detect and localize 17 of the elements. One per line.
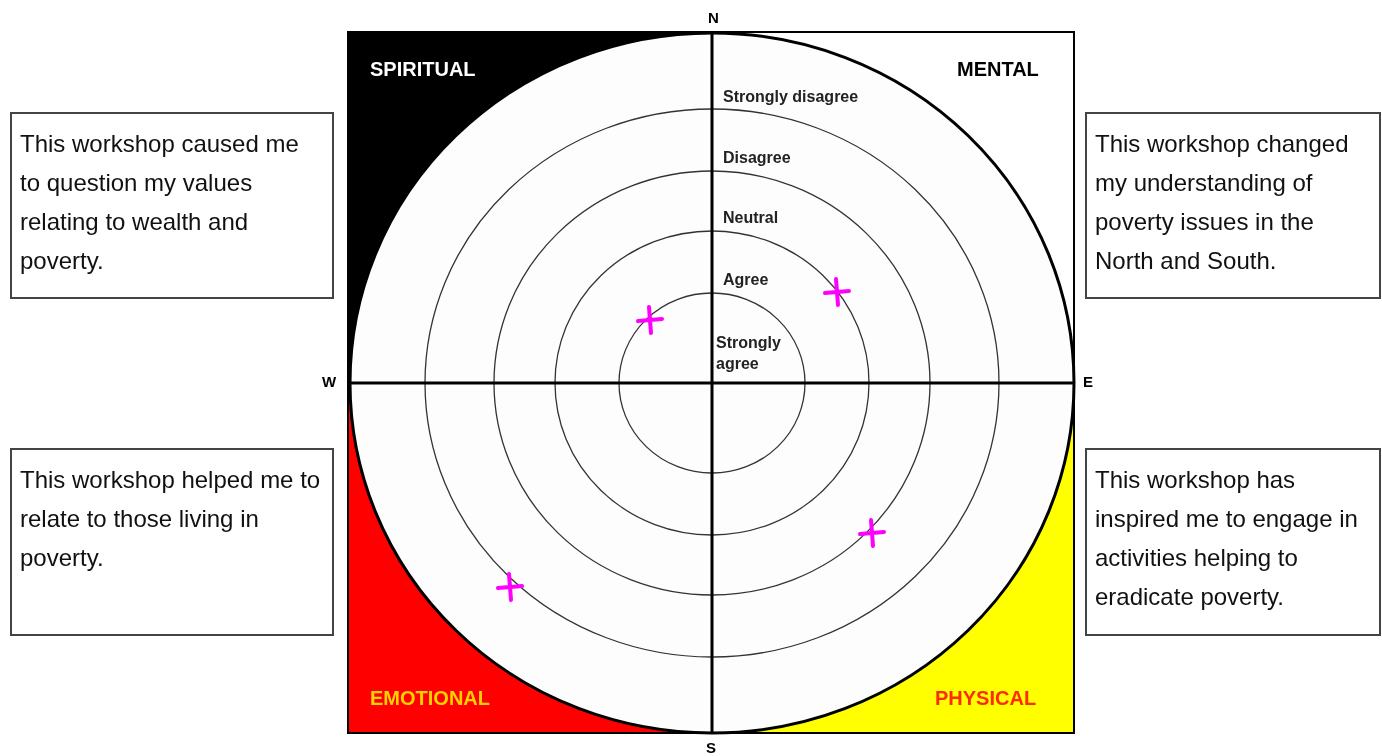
quadrant-label: EMOTIONAL — [370, 686, 490, 711]
statement-box: This workshop caused me to question my values relating to wealth and poverty. — [10, 112, 334, 299]
compass-letter: N — [708, 8, 719, 28]
quadrant-label: MENTAL — [957, 57, 1039, 82]
compass-letter: W — [322, 372, 337, 392]
compass-letter: E — [1083, 372, 1093, 392]
quadrant-label: PHYSICAL — [935, 686, 1037, 711]
quadrant-label: SPIRITUAL — [370, 57, 476, 82]
statement-box: This workshop has inspired me to engage in activities helping to eradicate poverty. — [1085, 448, 1381, 636]
scale-label: Agree — [723, 270, 769, 290]
scale-label: Strongly agree — [716, 333, 782, 374]
statement-box: This workshop changed my understanding of poverty issues in the North and South. — [1085, 112, 1381, 299]
scale-label: Neutral — [723, 208, 779, 228]
compass-letter: S — [706, 738, 716, 756]
scale-label: Strongly disagree — [723, 87, 859, 107]
statement-box: This workshop helped me to relate to those living in poverty. — [10, 448, 334, 636]
scale-label: Disagree — [723, 148, 791, 168]
